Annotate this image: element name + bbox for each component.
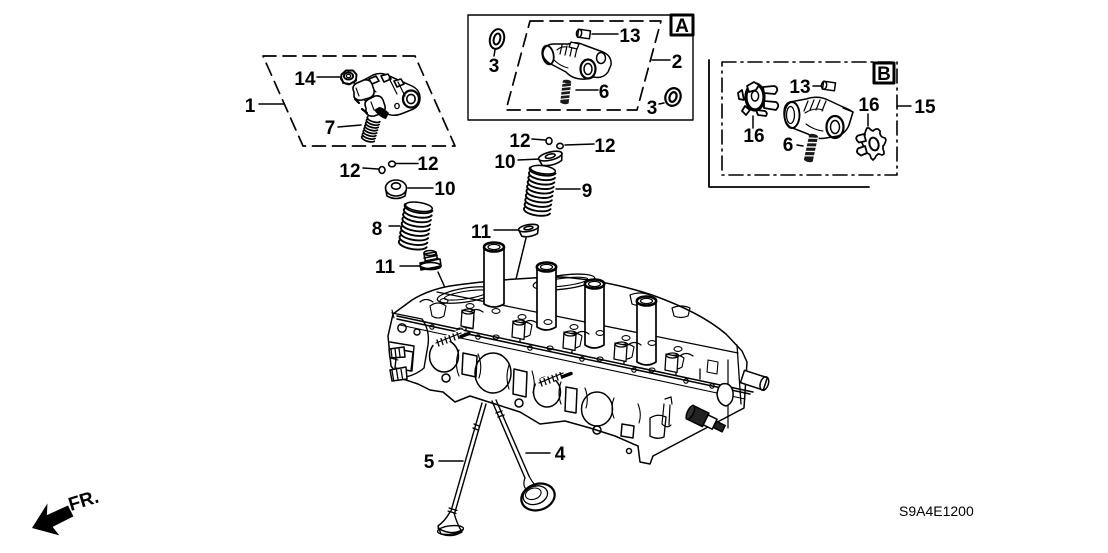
svg-text:4: 4 — [555, 444, 566, 465]
svg-text:12: 12 — [339, 161, 360, 182]
svg-text:10: 10 — [494, 152, 515, 173]
svg-text:14: 14 — [294, 69, 316, 90]
svg-text:7: 7 — [325, 118, 336, 139]
svg-text:9: 9 — [582, 181, 593, 202]
svg-text:S9A4E1200: S9A4E1200 — [899, 503, 974, 519]
svg-text:1: 1 — [245, 96, 256, 117]
svg-text:A: A — [675, 16, 689, 37]
svg-text:11: 11 — [471, 222, 492, 243]
svg-text:12: 12 — [417, 154, 438, 175]
svg-text:2: 2 — [672, 52, 683, 73]
svg-text:12: 12 — [509, 131, 530, 152]
svg-text:13: 13 — [789, 77, 810, 98]
svg-text:6: 6 — [599, 82, 610, 103]
svg-text:12: 12 — [594, 136, 615, 157]
svg-text:B: B — [877, 64, 891, 85]
svg-text:15: 15 — [914, 97, 936, 118]
svg-text:6: 6 — [783, 135, 794, 156]
svg-text:16: 16 — [858, 95, 879, 116]
svg-text:3: 3 — [489, 56, 500, 77]
svg-text:3: 3 — [647, 98, 658, 119]
svg-text:8: 8 — [372, 219, 383, 240]
svg-text:16: 16 — [743, 126, 764, 147]
svg-text:5: 5 — [424, 452, 435, 473]
svg-text:11: 11 — [375, 257, 396, 278]
svg-text:13: 13 — [619, 26, 640, 47]
svg-text:10: 10 — [434, 179, 455, 200]
